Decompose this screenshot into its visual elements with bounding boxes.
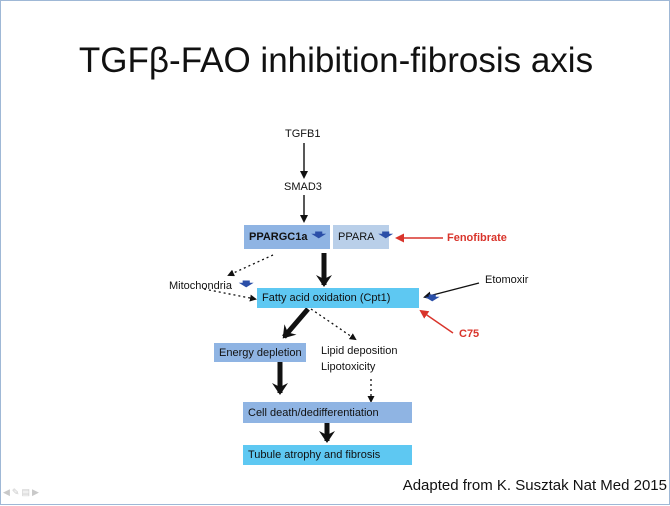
slide-controls[interactable]: ◀✎▤▶ — [3, 487, 41, 498]
node-lipotoxicity: Lipotoxicity — [321, 361, 376, 373]
down-arrow-icon: 🡃 — [378, 227, 393, 243]
box-energy-depletion: Energy depletion — [214, 343, 306, 362]
arrow-etomoxir-fao — [423, 282, 480, 300]
node-smad3: SMAD3 — [284, 181, 322, 193]
next-slide-icon[interactable]: ▶ — [31, 487, 41, 497]
ppargc1a-label: PPARGC1a — [249, 231, 308, 243]
ppara-label: PPARA — [338, 231, 375, 243]
box-cell-death: Cell death/dedifferentiation — [243, 402, 412, 423]
node-mitochondria: Mitochondria 🡃 — [169, 274, 253, 298]
box-tubule-atrophy: Tubule atrophy and fibrosis — [243, 445, 412, 465]
arrow-c75-fao — [419, 309, 454, 334]
node-tgfb1: TGFB1 — [285, 128, 321, 140]
arrow-fao-lipid — [310, 308, 357, 341]
arrow-fao-energy — [282, 307, 310, 339]
slide-title: TGFβ-FAO inhibition-fibrosis axis — [78, 41, 594, 80]
menu-icon[interactable]: ▤ — [21, 487, 32, 497]
source-credit: Adapted from K. Susztak Nat Med 2015 — [402, 477, 667, 494]
box-fao: Fatty acid oxidation (Cpt1) — [257, 288, 419, 308]
prev-slide-icon[interactable]: ◀ — [3, 487, 12, 497]
pen-icon[interactable]: ✎ — [11, 487, 22, 497]
arrow-mitochondria-fao — [203, 288, 257, 302]
drug-fenofibrate: Fenofibrate — [447, 232, 507, 244]
down-arrow-icon: 🡃 — [425, 290, 440, 306]
node-lipid-deposition: Lipid deposition — [321, 345, 398, 357]
node-etomoxir: Etomoxir — [485, 274, 529, 286]
drug-c75: C75 — [459, 328, 480, 340]
box-ppara: PPARA 🡃 — [333, 225, 393, 249]
mitochondria-label: Mitochondria — [169, 280, 232, 292]
down-arrow-icon: 🡃 — [311, 227, 326, 243]
down-arrow-icon: 🡃 — [239, 276, 254, 292]
box-ppargc1a: PPARGC1a 🡃 — [244, 225, 330, 249]
arrow-ppargc1a-mitochondria — [227, 254, 274, 277]
